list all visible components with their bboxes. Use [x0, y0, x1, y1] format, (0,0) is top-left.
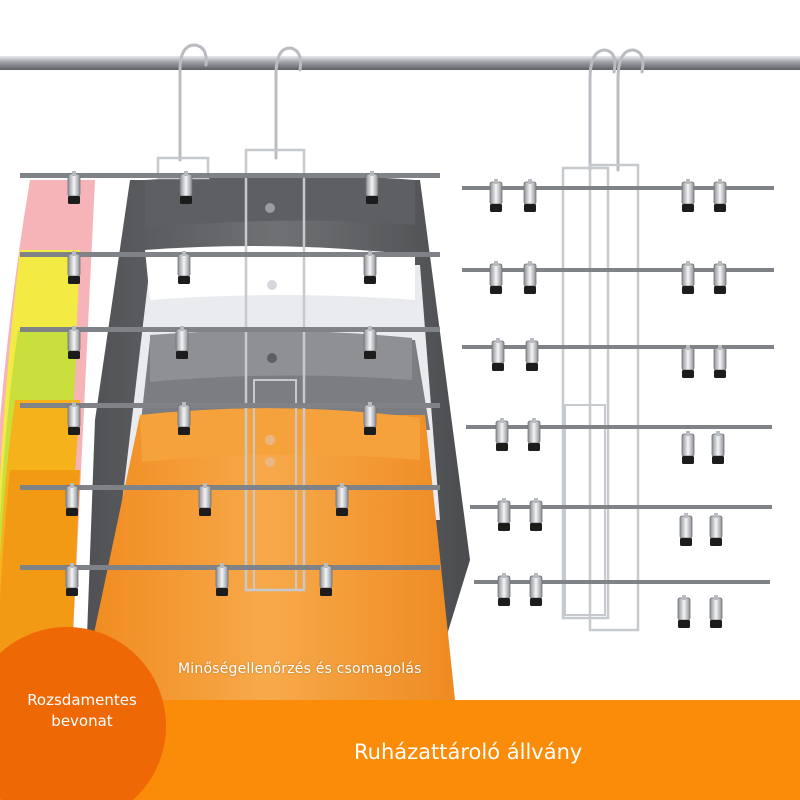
left-hanger-bars: [20, 173, 440, 570]
right-hanger: [561, 48, 645, 632]
left-garment-stack: [0, 180, 95, 700]
closet-rod: [0, 56, 800, 70]
badge-line-2: bevonat: [51, 712, 113, 730]
feature-badge-text: Rozsdamentes bevonat: [8, 690, 156, 732]
banner-title: Ruházattároló állvány: [354, 740, 583, 764]
quality-caption: Minőségellenőrzés és csomagolás: [178, 661, 422, 677]
right-hanger-bars: [462, 186, 774, 584]
badge-line-1: Rozsdamentes: [27, 691, 137, 709]
